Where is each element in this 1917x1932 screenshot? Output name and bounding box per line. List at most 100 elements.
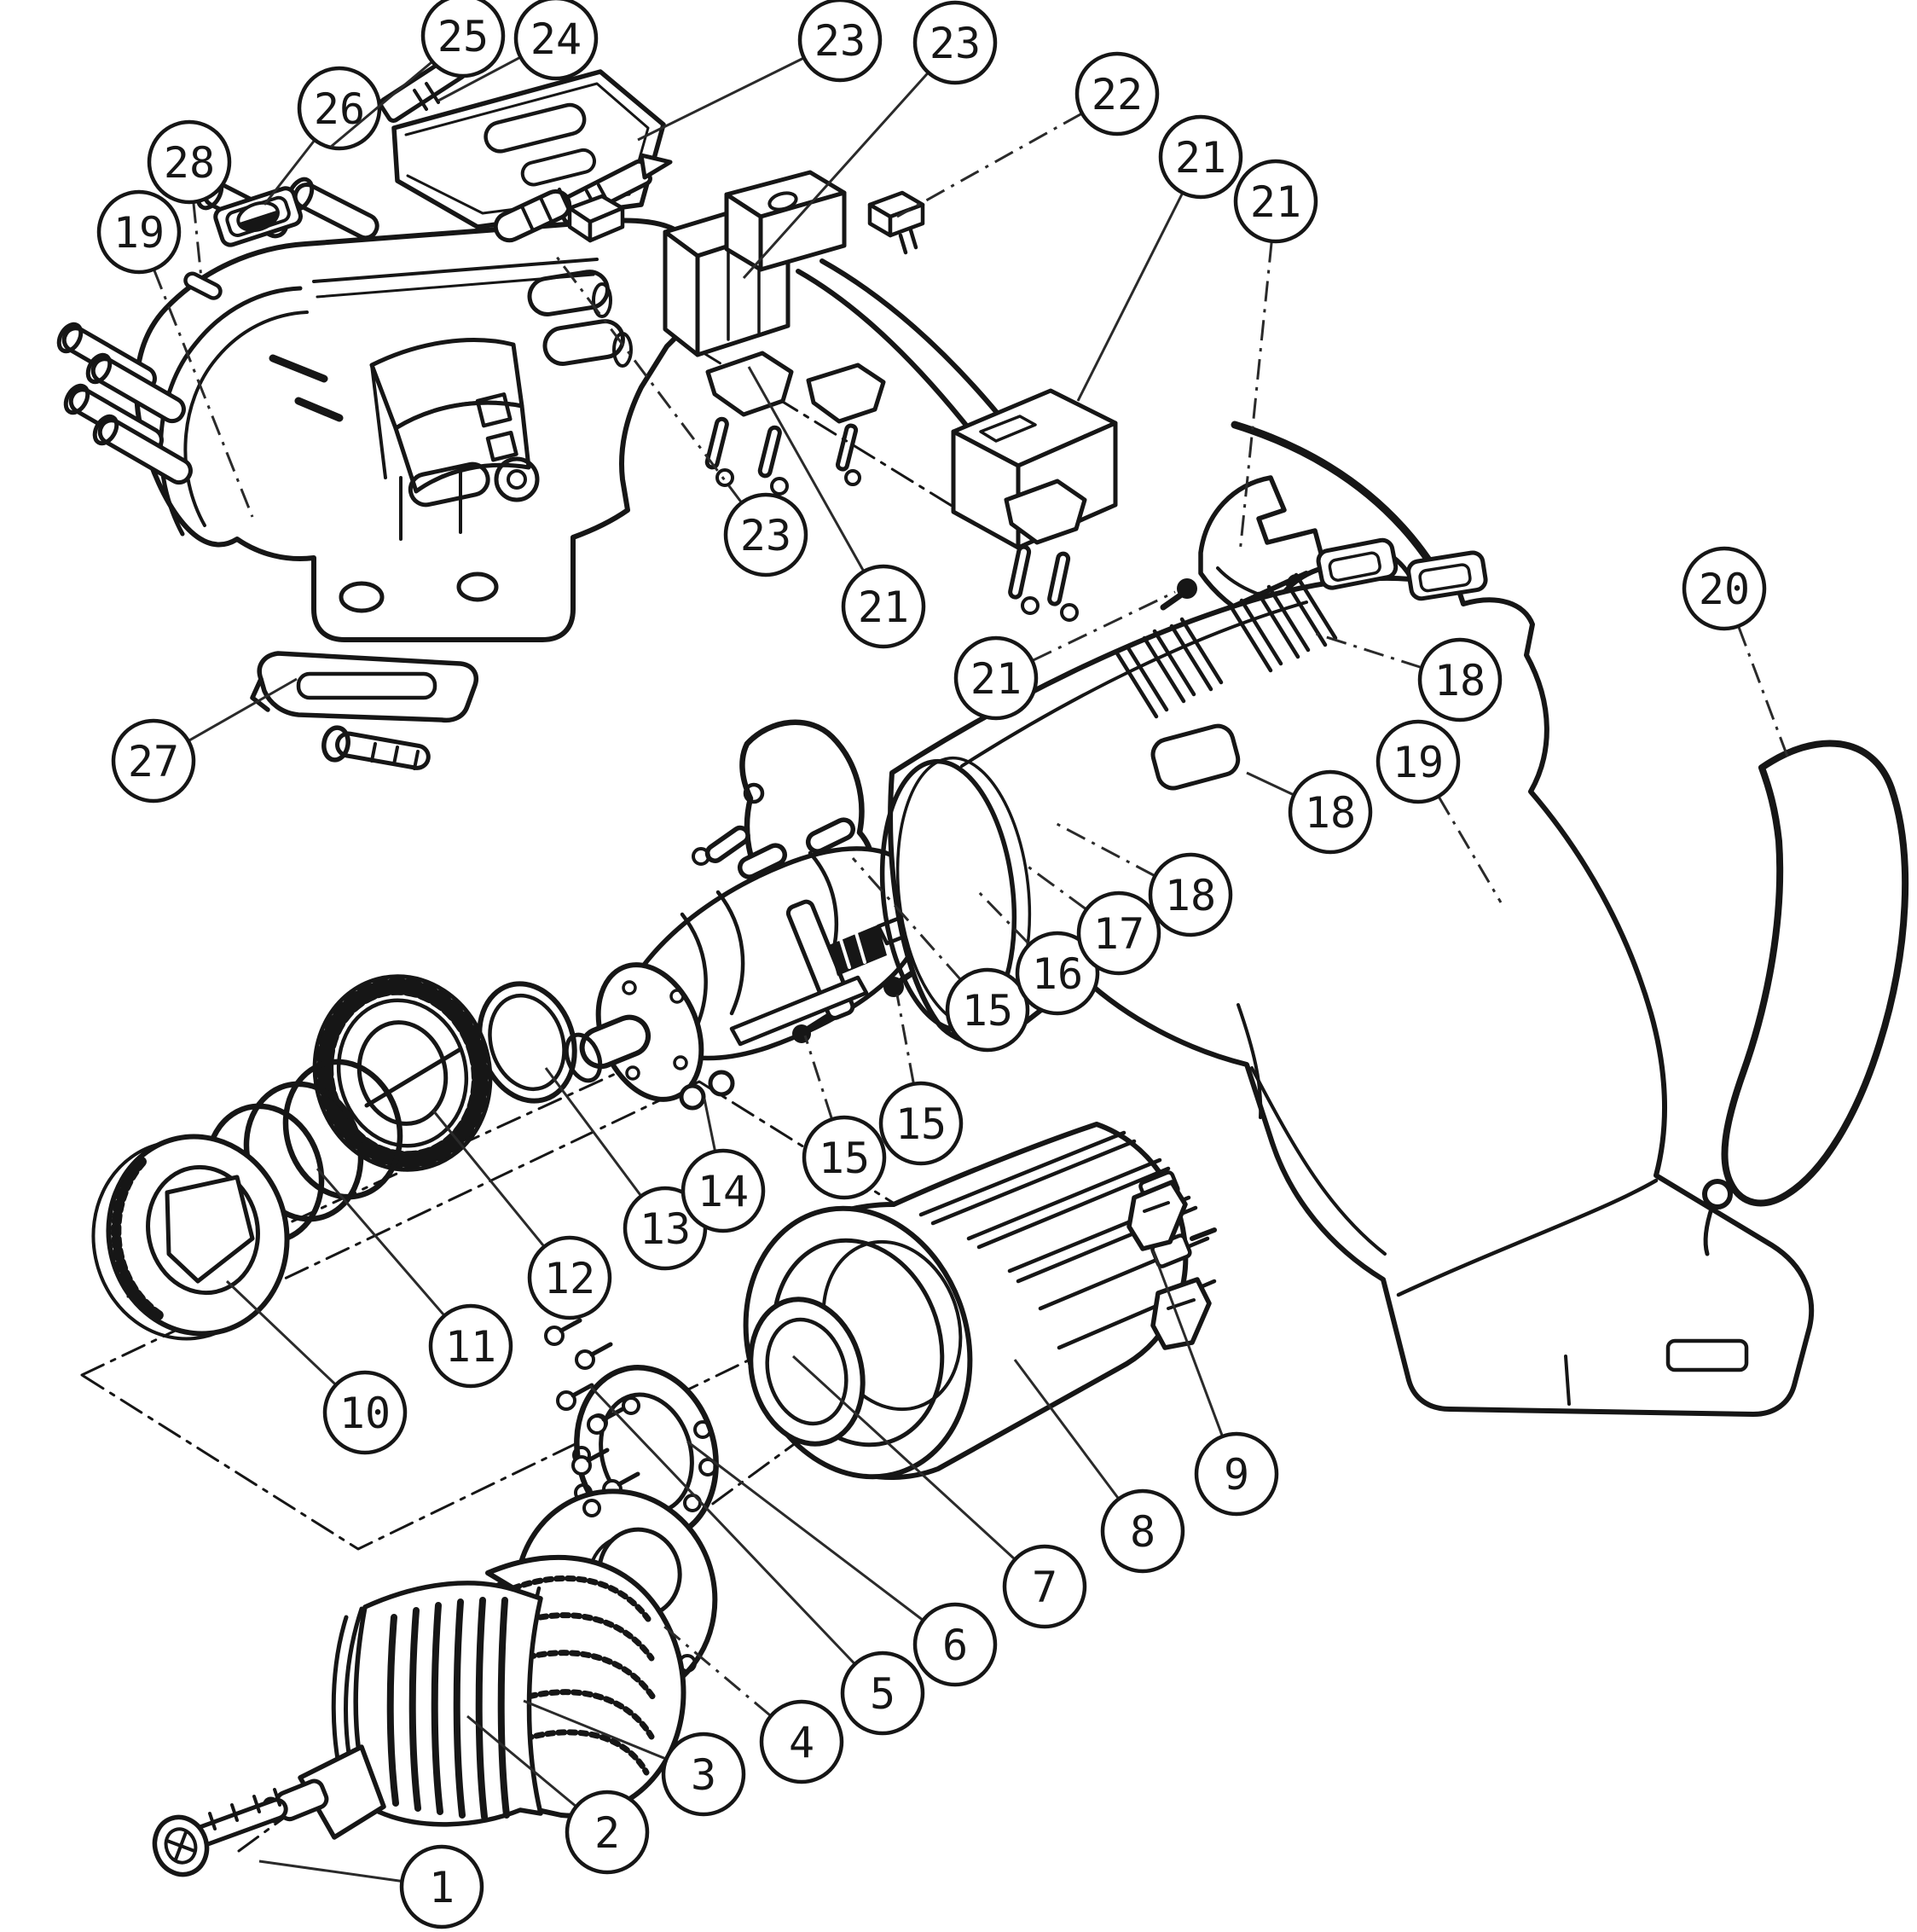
- callout-number-19-28: 19: [113, 208, 165, 258]
- switch-assembly: [663, 170, 1012, 496]
- callout-balloon-19-28: [96, 189, 182, 275]
- leader-line-16: [976, 889, 1030, 945]
- callout-number-20-23: 20: [1699, 565, 1750, 614]
- callout-number-14-13: 14: [698, 1167, 749, 1216]
- callout-balloon-18-22: [1417, 637, 1503, 722]
- callout-balloon-7-6: [1002, 1544, 1087, 1629]
- leader-line-11: [316, 1168, 445, 1316]
- callout-balloon-9-8: [1194, 1431, 1279, 1517]
- callout-number-23-33: 23: [814, 16, 866, 66]
- leader-line-7: [791, 1355, 1016, 1560]
- callout-balloon-11-10: [428, 1303, 513, 1389]
- gearbox: [564, 817, 929, 1102]
- callout-number-8-7: 8: [1130, 1507, 1155, 1557]
- callout-number-15-14: 15: [819, 1134, 870, 1183]
- callout-balloon-17-18: [1076, 891, 1161, 976]
- callout-number-22-35: 22: [1092, 70, 1143, 119]
- callout-number-4-3: 4: [789, 1718, 814, 1767]
- leader-line-25: [330, 61, 433, 148]
- leader-line-12: [431, 1110, 545, 1247]
- callout-number-13-12: 13: [640, 1204, 691, 1254]
- callout-number-17-18: 17: [1093, 909, 1144, 959]
- callout-number-18-19: 18: [1165, 871, 1216, 920]
- callout-balloon-8-7: [1100, 1488, 1185, 1574]
- leader-line-10: [225, 1279, 337, 1386]
- callout-number-1-0: 1: [429, 1863, 455, 1912]
- belt-clip: [250, 651, 479, 770]
- callout-balloon-23-33: [797, 0, 883, 83]
- callout-balloon-21-36: [1158, 114, 1243, 200]
- leader-line-6: [686, 1440, 924, 1622]
- leader-line-13: [544, 1067, 642, 1197]
- leader-line-1: [258, 1859, 402, 1883]
- housing-left-half: [134, 218, 695, 642]
- callout-number-26-30: 26: [314, 84, 365, 134]
- callout-number-24-32: 24: [530, 15, 582, 64]
- leader-line-15: [803, 1035, 833, 1119]
- spring: [493, 188, 572, 243]
- leader-line-3: [523, 1699, 667, 1761]
- callout-number-23-26: 23: [740, 511, 791, 560]
- retaining-clips: [1126, 1180, 1217, 1350]
- callout-number-21-36: 21: [1175, 133, 1226, 183]
- leader-line-21: [1076, 193, 1184, 402]
- clutch-gear: [312, 974, 493, 1172]
- leader-line-27: [188, 677, 298, 742]
- callout-number-15-15: 15: [895, 1099, 947, 1149]
- leader-line-9: [1151, 1250, 1224, 1436]
- callout-balloon-18-20: [1288, 769, 1373, 855]
- leader-line-15: [851, 857, 962, 981]
- callout-balloon-22-35: [1074, 51, 1160, 136]
- callout-number-7-6: 7: [1032, 1563, 1057, 1612]
- callout-balloon-21-37: [1233, 159, 1318, 244]
- callout-balloon-10-9: [322, 1370, 408, 1455]
- nose-collar: [91, 1134, 290, 1341]
- callout-number-5-4: 5: [870, 1669, 895, 1719]
- callout-number-21-37: 21: [1250, 177, 1301, 227]
- leader-line-19: [153, 270, 254, 518]
- leader-line-8: [1013, 1359, 1120, 1500]
- leader-line-26: [263, 139, 316, 206]
- leader-line-22: [896, 113, 1082, 218]
- callout-number-9-8: 9: [1224, 1450, 1249, 1500]
- leader-line-18: [1050, 819, 1155, 877]
- callout-number-18-20: 18: [1305, 788, 1356, 838]
- callout-number-12-11: 12: [544, 1254, 595, 1303]
- callout-balloon-15-15: [878, 1081, 964, 1166]
- spring-pin: [183, 271, 223, 300]
- callout-balloon-23-26: [723, 492, 808, 577]
- callout-balloon-12-11: [527, 1235, 612, 1320]
- leader-line-5: [588, 1384, 855, 1665]
- callout-number-28-29: 28: [164, 138, 215, 188]
- callout-balloon-21-24: [841, 564, 926, 649]
- callout-number-16-17: 16: [1032, 949, 1083, 999]
- leader-line-18: [1246, 771, 1294, 796]
- callout-number-19-21: 19: [1393, 738, 1444, 787]
- leader-line-24: [437, 56, 521, 102]
- leader-line-21: [1032, 590, 1176, 662]
- leader-line-2: [466, 1714, 577, 1807]
- thrust-washer: [748, 1297, 866, 1447]
- callout-balloon-19-21: [1375, 719, 1461, 804]
- gearbox-fasteners: [679, 964, 924, 1111]
- chuck: [262, 1554, 686, 1840]
- lanyard: [1702, 740, 1909, 1256]
- callout-number-10-9: 10: [339, 1389, 391, 1438]
- callout-balloon-4-3: [759, 1699, 844, 1784]
- callout-balloon-2-1: [565, 1790, 650, 1875]
- callout-balloon-3-2: [661, 1732, 746, 1817]
- callout-number-2-1: 2: [594, 1808, 620, 1858]
- leader-line-21: [1238, 241, 1273, 554]
- callout-balloon-1-0: [399, 1844, 484, 1929]
- callout-number-25-31: 25: [437, 12, 489, 61]
- leader-line-15: [895, 994, 915, 1084]
- callout-balloon-14-13: [681, 1148, 766, 1233]
- callout-balloon-23-34: [912, 0, 998, 85]
- callout-number-23-34: 23: [930, 19, 981, 68]
- callout-balloon-15-14: [802, 1115, 887, 1200]
- leader-line-17: [1022, 862, 1087, 910]
- callout-balloon-25-31: [420, 0, 506, 78]
- callout-balloon-26-30: [297, 66, 382, 151]
